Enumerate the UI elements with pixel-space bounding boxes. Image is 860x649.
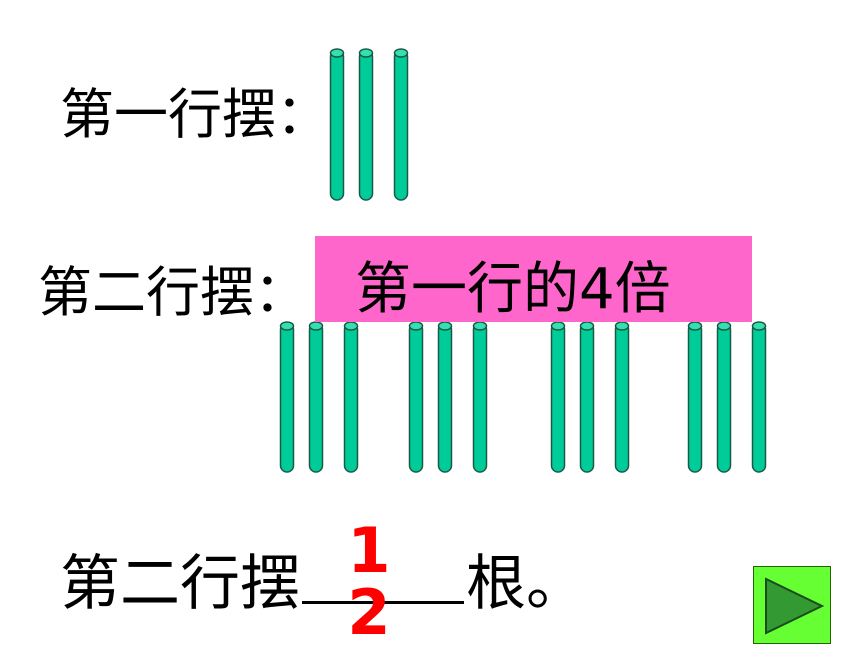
- highlight-box: 第一行的4倍: [315, 236, 752, 322]
- highlight-text: 第一行的4倍: [355, 257, 671, 322]
- row2-stick: [687, 321, 703, 473]
- answer-digit-2: 2: [347, 576, 391, 649]
- row2-stick: [308, 321, 324, 473]
- answer-digit-1: 1: [347, 514, 391, 587]
- row2-stick: [716, 321, 732, 473]
- row2-sticks: [279, 321, 767, 473]
- row1-sticks: [329, 48, 409, 201]
- row1-label: 第一行摆：: [60, 83, 330, 146]
- question-suffix: 根。: [466, 549, 586, 619]
- play-triangle-icon: [765, 577, 825, 635]
- row2-stick: [579, 321, 595, 473]
- answer-number: 1 2: [344, 520, 394, 644]
- row1-stick: [393, 48, 409, 201]
- row2-stick: [550, 321, 566, 473]
- row2-stick: [614, 321, 630, 473]
- question-prefix: 第二行摆: [60, 549, 300, 619]
- row2-label: 第二行摆：: [38, 261, 308, 324]
- row2-stick: [279, 321, 295, 473]
- row2-stick: [751, 321, 767, 473]
- row2-stick: [472, 321, 488, 473]
- play-button[interactable]: [753, 566, 831, 644]
- question-sentence: 第二行摆 根。: [60, 535, 586, 622]
- row2-stick: [343, 321, 359, 473]
- row2-stick: [437, 321, 453, 473]
- row1-stick: [329, 48, 345, 201]
- answer-blank: [302, 551, 464, 604]
- row2-stick: [408, 321, 424, 473]
- row1-stick: [358, 48, 374, 201]
